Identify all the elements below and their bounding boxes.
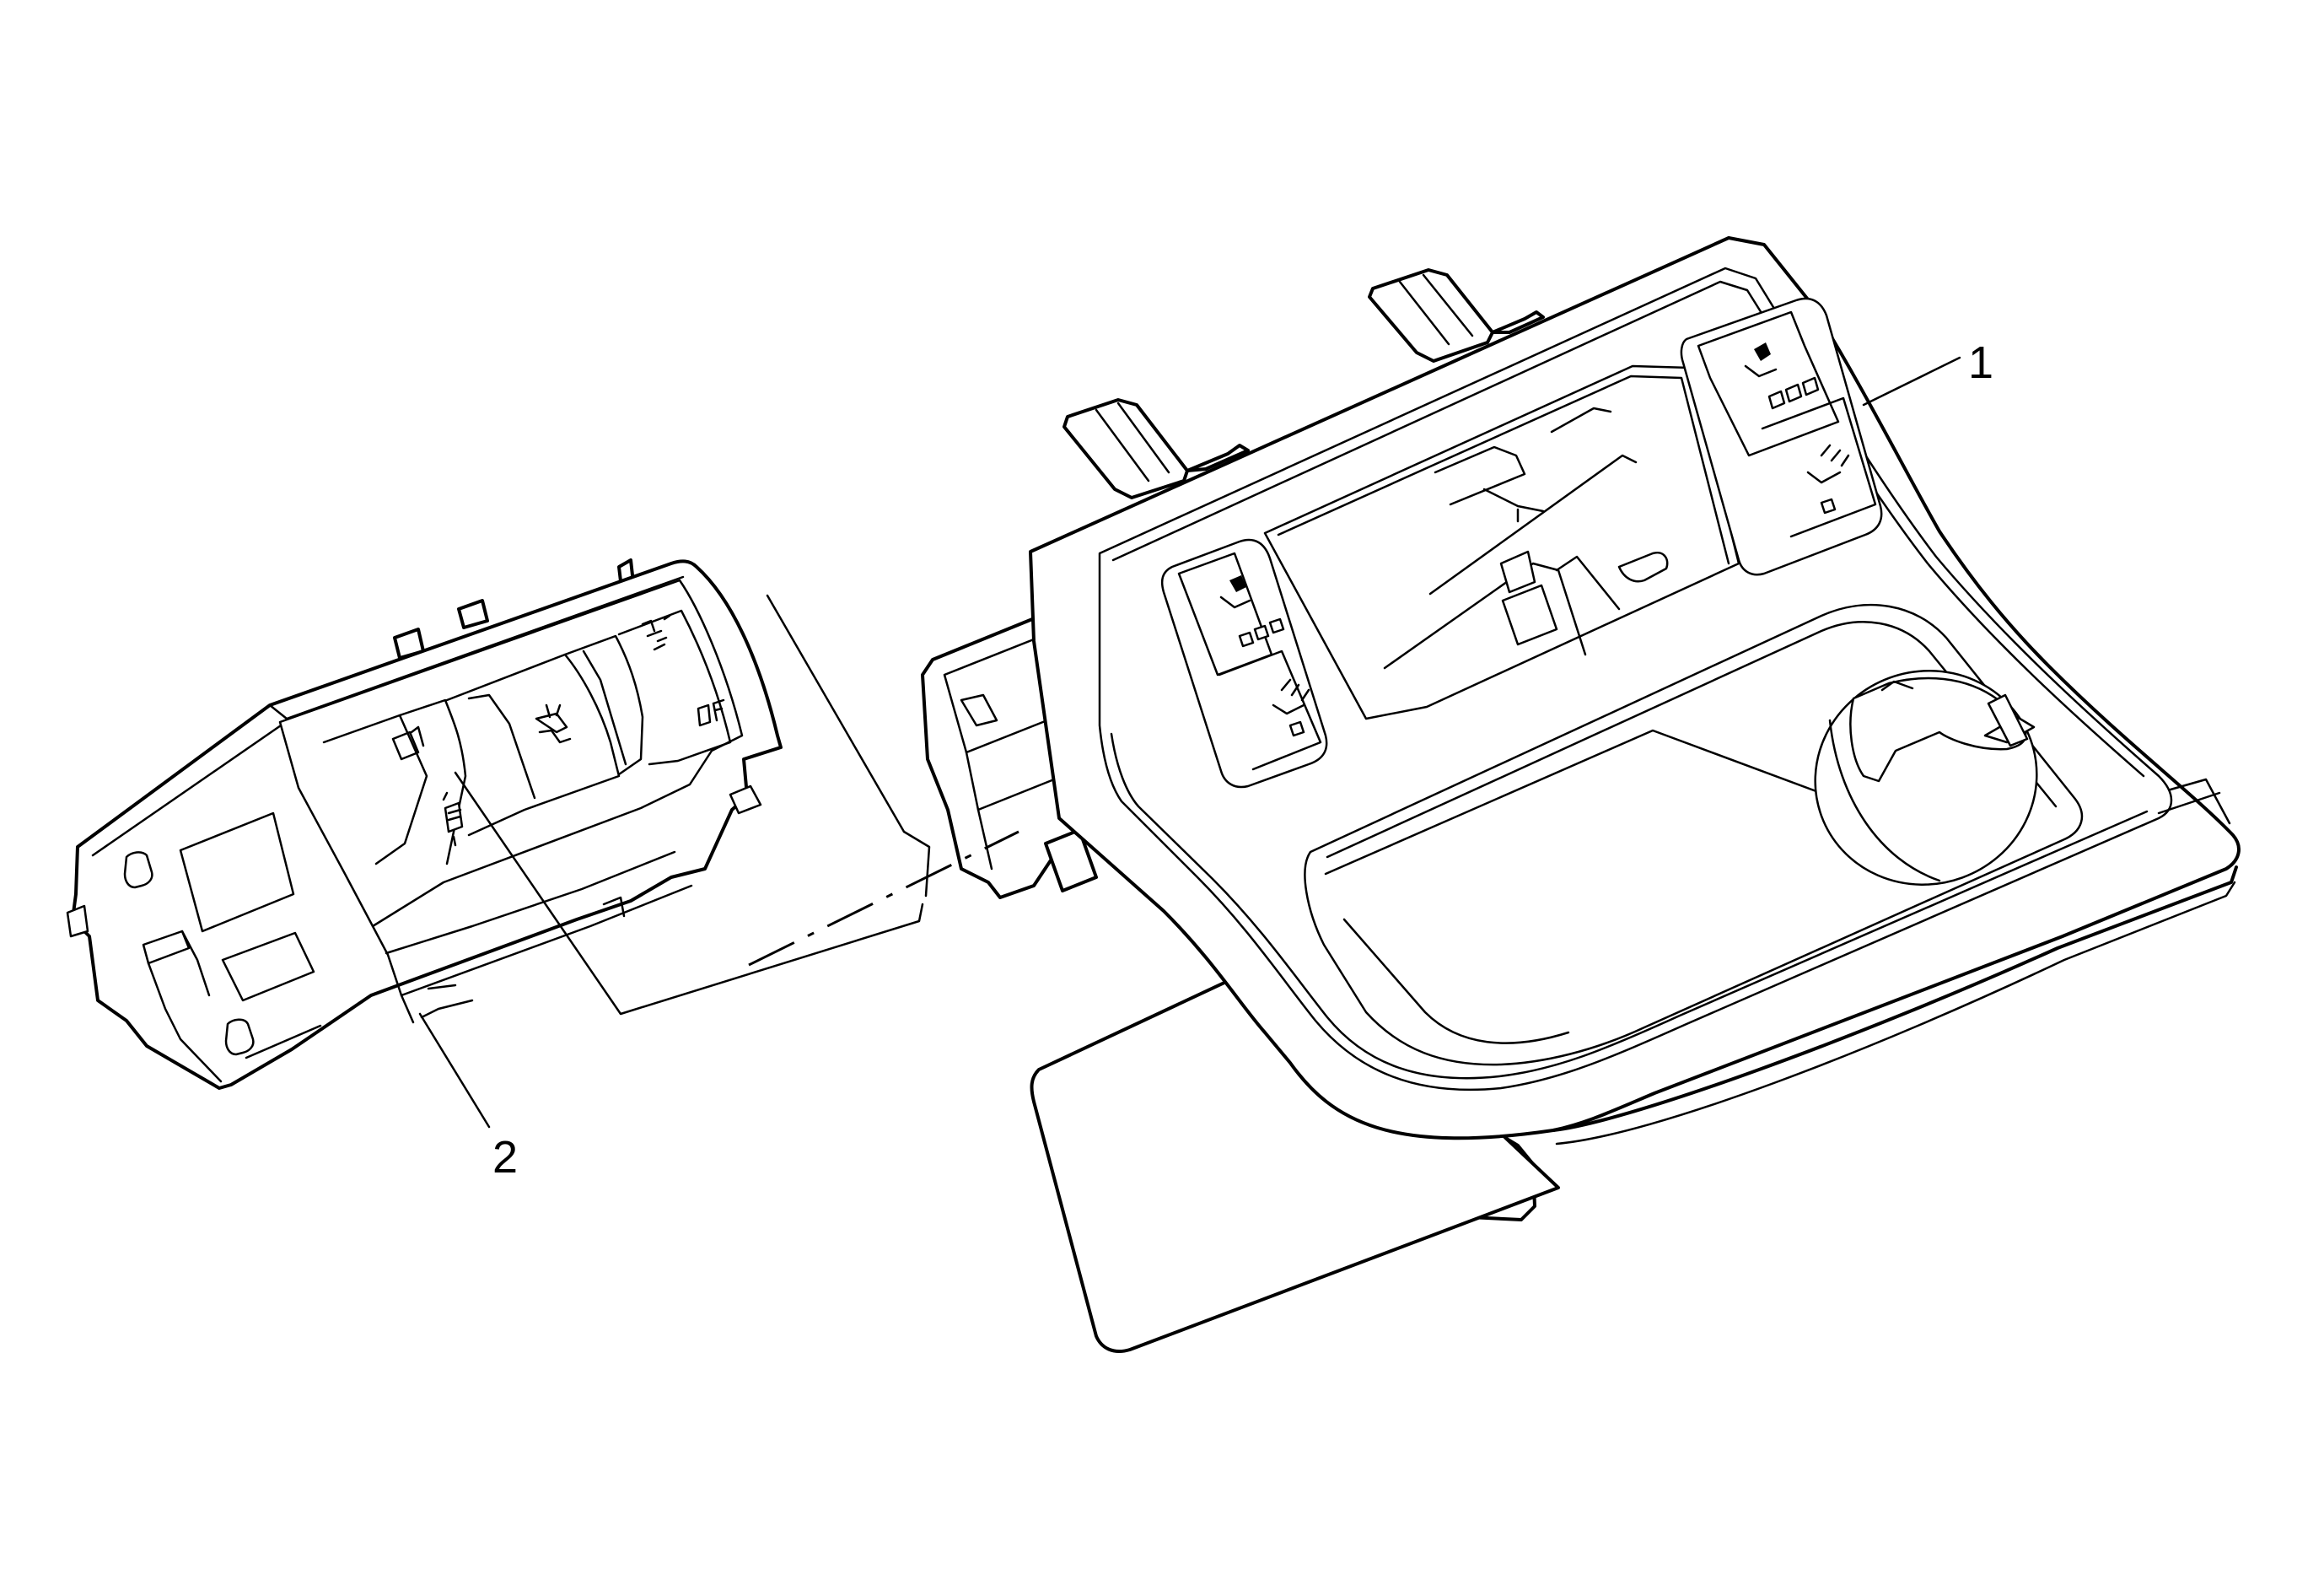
seat-cooler-icon	[1272, 678, 1310, 715]
left-switch-panel	[1160, 538, 1328, 789]
traction-off-icon	[535, 703, 572, 744]
cupholder-insert	[1814, 670, 2038, 886]
explode-line-lower	[454, 771, 924, 1016]
mounting-clip-left	[1062, 398, 1250, 499]
leader-2	[418, 1012, 491, 1129]
seat-heater-icon	[1219, 575, 1251, 609]
display-opening	[1263, 364, 1740, 720]
seat-heater-icon	[1744, 342, 1778, 378]
callout-2: 2	[492, 1132, 518, 1183]
console-trim-plate	[921, 236, 2241, 1353]
mounting-clip-mid	[1368, 268, 1545, 363]
exploded-view-lines	[418, 356, 1961, 1129]
switch-tab-mid	[457, 599, 489, 629]
callout-1: 1	[1968, 337, 1993, 388]
off-label-icon	[697, 698, 725, 727]
leader-1	[1862, 356, 1961, 407]
explode-line-upper	[766, 594, 906, 833]
center-axis-line	[748, 830, 1019, 967]
right-switch-panel	[1680, 297, 1883, 576]
bezel-bottom-edge	[1552, 865, 2238, 1132]
seat-cooler-icon	[1806, 444, 1850, 484]
switch-assembly	[66, 558, 783, 1090]
hazard-icon	[391, 725, 425, 761]
park-assist-icon	[442, 791, 464, 847]
fog-lamp-icon	[641, 614, 671, 651]
lower-flange	[1030, 943, 1560, 1353]
